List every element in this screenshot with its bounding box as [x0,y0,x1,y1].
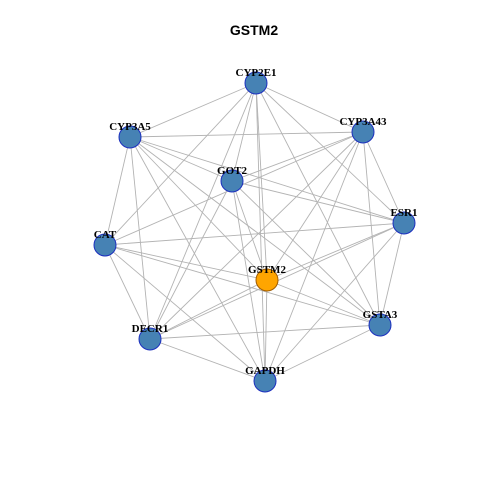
edge-got2-gsta3 [231,180,381,326]
edge-cyp3a43-gapdh [264,131,364,382]
edge-cyp3a43-esr1 [362,131,405,224]
edge-cyp2e1-gsta3 [255,82,381,326]
edge-decr1-gapdh [149,338,266,382]
node-label-decr1: DECR1 [132,323,169,335]
node-cat[interactable] [93,233,117,257]
edge-cyp2e1-decr1 [149,82,257,340]
node-cyp3a43[interactable] [351,120,375,144]
edge-esr1-cat [104,222,405,246]
edge-esr1-gapdh [264,222,405,382]
node-gstm2[interactable] [255,268,279,292]
edge-cyp3a5-esr1 [129,136,405,224]
edge-cat-gstm2 [104,244,268,281]
edge-esr1-gstm2 [266,222,405,281]
node-got2[interactable] [220,169,244,193]
node-label-gsta3: GSTA3 [363,309,398,321]
edge-gsta3-decr1 [149,324,381,340]
edge-cyp3a5-cat [104,136,131,246]
edge-cyp3a43-decr1 [149,131,364,340]
edge-cyp3a43-gsta3 [362,131,381,326]
edge-cyp2e1-esr1 [255,82,405,224]
node-cyp3a5[interactable] [118,125,142,149]
node-label-cat: CAT [94,229,117,241]
edge-cat-decr1 [104,244,151,340]
node-label-cyp2e1: CYP2E1 [236,67,277,79]
node-label-got2: GOT2 [217,165,247,177]
edge-cat-gsta3 [104,244,381,326]
node-gsta3[interactable] [368,313,392,337]
edge-esr1-gsta3 [379,222,405,326]
edge-cyp2e1-gstm2 [255,82,268,281]
node-label-cyp3a5: CYP3A5 [109,121,151,133]
edge-got2-decr1 [149,180,233,340]
node-cyp2e1[interactable] [244,71,268,95]
edge-gsta3-gapdh [264,324,381,382]
edge-got2-gapdh [231,180,266,382]
node-layer [93,71,416,393]
edge-got2-gstm2 [231,180,268,281]
node-label-gstm2: GSTM2 [248,264,286,276]
edge-gstm2-gsta3 [266,279,381,326]
edge-cyp3a5-decr1 [129,136,151,340]
node-esr1[interactable] [392,211,416,235]
edge-cyp3a5-cyp3a43 [129,131,364,138]
edge-cyp3a5-gsta3 [129,136,381,326]
node-label-gapdh: GAPDH [245,365,285,377]
edge-cyp3a5-gapdh [129,136,266,382]
edge-cyp2e1-cyp3a43 [255,82,364,133]
edge-cyp3a43-gstm2 [266,131,364,281]
edge-cat-gapdh [104,244,266,382]
edge-gstm2-gapdh [264,279,268,382]
edge-gstm2-decr1 [149,279,268,340]
edge-got2-esr1 [231,180,405,224]
node-label-esr1: ESR1 [391,207,418,219]
edge-layer [104,82,405,382]
edge-cyp2e1-cat [104,82,257,246]
node-decr1[interactable] [138,327,162,351]
edge-cyp2e1-cyp3a5 [129,82,257,138]
edge-cyp3a43-got2 [231,131,364,182]
edge-cyp3a5-got2 [129,136,233,182]
edge-cyp2e1-got2 [231,82,257,182]
node-label-cyp3a43: CYP3A43 [339,116,387,128]
node-gapdh[interactable] [253,369,277,393]
diagram-title: GSTM2 [230,22,278,38]
